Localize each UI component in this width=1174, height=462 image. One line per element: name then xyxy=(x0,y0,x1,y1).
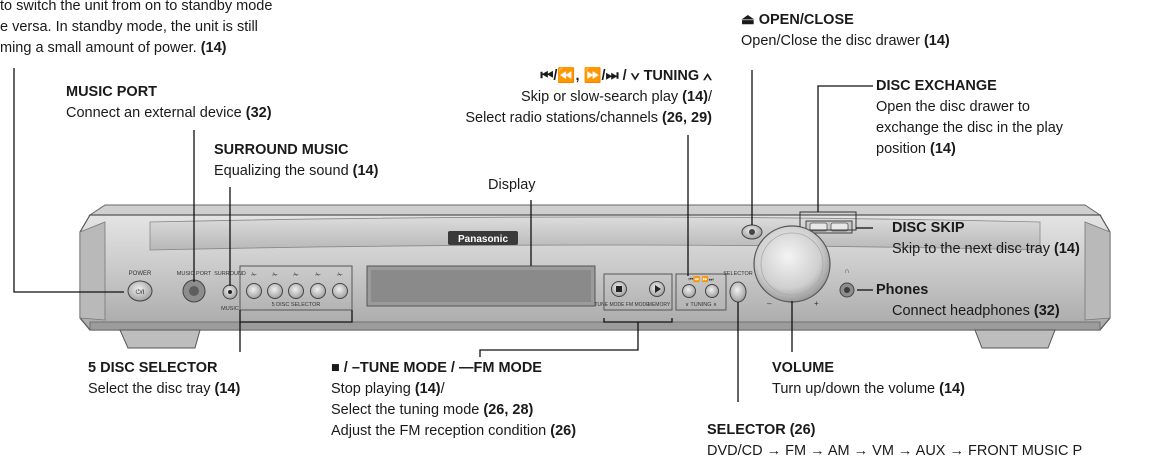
power-button[interactable]: POWER ⏻/I xyxy=(127,271,153,302)
stop-play-group: TUNE MODE FM MODE MEMORY xyxy=(595,273,673,311)
brand-text: Panasonic xyxy=(458,234,508,245)
open-close-label: ⏏ OPEN/CLOSE Open/Close the disc drawer … xyxy=(741,12,950,49)
disc-selector-button-3[interactable]: ✁ xyxy=(288,272,304,299)
volume-label: VOLUME Turn up/down the volume (14) xyxy=(772,360,965,397)
leader-lines xyxy=(13,68,873,402)
disc-selector-button-4[interactable]: ✁ xyxy=(310,272,326,299)
phones-label: Phones Connect headphones (32) xyxy=(876,282,1060,319)
disc-exchange-skip-buttons[interactable] xyxy=(799,211,857,234)
power-icon: ⏻/I xyxy=(136,289,145,296)
svg-text:✁: ✁ xyxy=(251,272,257,279)
svg-text:✁: ✁ xyxy=(272,272,278,279)
play-button[interactable] xyxy=(649,281,665,297)
phones-jack[interactable]: ∩ xyxy=(839,268,855,298)
svg-text:MUSIC: MUSIC xyxy=(221,306,239,312)
disc-selector-button-5[interactable]: ✁ xyxy=(332,272,348,299)
skip-icon: ⏮⏪ ⏩⏭ xyxy=(688,276,713,283)
disc-selector-print: 5 DISC SELECTOR xyxy=(272,302,321,308)
disc-selector-button-1[interactable]: ✁ xyxy=(246,272,262,299)
svg-text:✁: ✁ xyxy=(315,272,321,279)
selector-print: SELECTOR xyxy=(723,271,753,277)
stop-tune-mode-label: ■ / –TUNE MODE / —FM MODE Stop playing (… xyxy=(331,360,577,439)
tuning-down-button[interactable] xyxy=(682,284,696,298)
disc-skip-label: DISC SKIP Skip to the next disc tray (14… xyxy=(892,220,1080,257)
disc-selector-label: 5 DISC SELECTOR Select the disc tray (14… xyxy=(88,360,241,397)
music-port-label: MUSIC PORT Connect an external device (3… xyxy=(66,84,272,121)
svg-text:✁: ✁ xyxy=(293,272,299,279)
unit-body xyxy=(79,204,1111,349)
open-close-button[interactable] xyxy=(741,224,763,240)
tuning-up-button[interactable] xyxy=(705,284,719,298)
svg-text:+: + xyxy=(814,299,819,308)
svg-text:–: – xyxy=(767,299,772,308)
selector-label: SELECTOR (26) DVD/CD → FM → AM → VM → AU… xyxy=(707,422,1083,459)
power-label: to switch the unit from on to standby mo… xyxy=(0,0,273,56)
svg-text:MEMORY: MEMORY xyxy=(648,302,671,308)
disc-selector-button-2[interactable]: ✁ xyxy=(267,272,283,299)
svg-text:∨ TUNING ∧: ∨ TUNING ∧ xyxy=(685,302,717,308)
skip-tuning-label: ⏮/⏪, ⏩/⏭ / ∨ TUNING ∧ Skip or slow-searc… xyxy=(465,68,712,126)
stop-button[interactable] xyxy=(611,281,627,297)
play-icon xyxy=(655,285,661,293)
disc-exchange-label: DISC EXCHANGE Open the disc drawer to ex… xyxy=(876,78,1064,157)
svg-text:TUNE MODE FM MODE: TUNE MODE FM MODE xyxy=(595,302,651,308)
tuning-group: ⏮⏪ ⏩⏭ ∨ TUNING ∧ xyxy=(675,273,727,311)
panasonic-logo: Panasonic xyxy=(448,231,518,245)
disc-selector-group: ✁ ✁ ✁ ✁ ✁ 5 DISC SELECTOR xyxy=(239,265,353,311)
display-label: Display xyxy=(488,177,536,193)
headphones-icon: ∩ xyxy=(844,268,849,275)
surround-music-label: SURROUND MUSIC Equalizing the sound (14) xyxy=(214,142,379,179)
stop-icon xyxy=(616,286,622,292)
svg-text:✁: ✁ xyxy=(337,272,343,279)
power-print: POWER xyxy=(129,271,152,277)
